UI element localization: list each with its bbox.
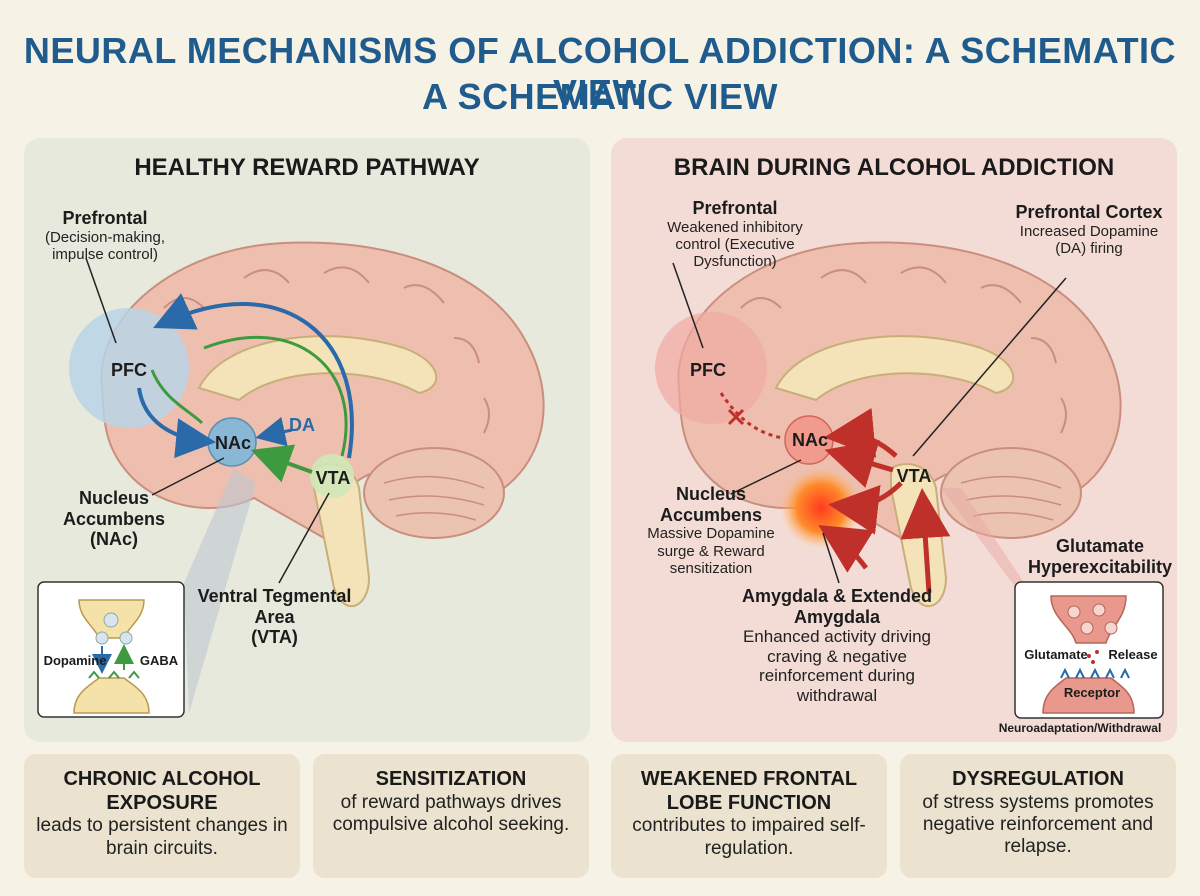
vta-to-pfc-arrow [153, 293, 354, 459]
card-heading: SENSITIZATION [375, 768, 527, 790]
card-sensitization: SENSITIZATION of reward pathways drives … [313, 754, 589, 878]
card-body: of stress systems promotes negative rein… [922, 791, 1154, 858]
corpus-callosum [774, 335, 1015, 402]
vta-label: VTA [896, 466, 932, 486]
vta-to-amygdala-arrow [828, 481, 903, 535]
card-body: of reward pathways drives compulsive alc… [332, 791, 570, 835]
vta-label: VTA [315, 468, 351, 488]
blocked-x-icon [727, 408, 745, 426]
cerebellum [363, 447, 505, 539]
prefrontal-cortex-label: Prefrontal Cortex Increased Dopamine (DA… [1015, 202, 1163, 257]
vta-to-nac-arrow-2 [824, 439, 894, 488]
stem-to-vta-arrow [900, 488, 951, 594]
prefrontal-title: Prefrontal [62, 208, 148, 228]
prefrontal-label: Prefrontal (Decision-making, impulse con… [30, 208, 180, 263]
da-label: DA [289, 415, 315, 435]
pfc-to-nac-dotted [719, 392, 784, 440]
receptor-label: Receptor [1063, 685, 1121, 700]
neuroadaptation-caption: Neuroadaptation/Withdrawal [998, 721, 1162, 735]
glutamate-synapse-inset [1014, 581, 1164, 719]
pfc-to-nac-green-arrow [150, 369, 204, 425]
nac-label: NAc [791, 430, 828, 450]
vta-to-nac-arrow [250, 444, 313, 483]
amygdala-to-nac-arrow [818, 525, 874, 573]
card-body: contributes to impaired self-regulation. [632, 815, 866, 859]
gaba-label: GABA [139, 653, 179, 668]
prefrontal-label: Prefrontal Weakened inhibitory control (… [667, 198, 803, 271]
corpus-callosum [197, 335, 438, 402]
amygdala-label: Amygdala & Extended Amygdala Enhanced ac… [741, 586, 933, 706]
page-title-line-1: NEURAL MECHANISMS OF ALCOHOL ADDICTION: … [23, 30, 1177, 113]
glutamate-hyperexcitability-label: Glutamate Hyperexcitability [1027, 536, 1173, 577]
addiction-brain-illustration [655, 241, 1164, 719]
release-label: Release [1108, 647, 1158, 662]
vta-full-label: Ventral Tegmental Area (VTA) [197, 586, 352, 648]
healthy-pathway-panel: HEALTHY REWARD PATHWAY [24, 138, 590, 742]
vta-to-pfc-green-arrow [203, 335, 348, 457]
page-title-line-2: A SCHEMATIC VIEW [422, 76, 778, 117]
vta-to-nac-arrow-1 [824, 407, 898, 458]
prefrontal-desc: (Decision-making, impulse control) [44, 228, 166, 263]
addiction-panel: BRAIN DURING ALCOHOL ADDICTION [611, 138, 1177, 742]
glutamate-label: Glutamate [1024, 647, 1088, 662]
card-heading: DYSREGULATION [952, 768, 1124, 790]
vta-region [310, 454, 354, 498]
synapse-inset [37, 581, 185, 718]
pfc-region [655, 312, 767, 424]
card-body: leads to persistent changes in brain cir… [36, 815, 288, 859]
card-heading: CHRONIC ALCOHOL EXPOSURE [63, 768, 261, 814]
card-weakened-frontal: WEAKENED FRONTAL LOBE FUNCTION contribut… [611, 754, 887, 878]
healthy-panel-title: HEALTHY REWARD PATHWAY [134, 154, 480, 181]
card-dysregulation: DYSREGULATION of stress systems promotes… [900, 754, 1176, 878]
nucleus-accumbens-label: Nucleus Accumbens (NAc) [62, 488, 166, 550]
addiction-panel-title: BRAIN DURING ALCOHOL ADDICTION [673, 154, 1115, 181]
nac-label: NAc [214, 433, 251, 453]
pfc-region [69, 308, 189, 428]
pfc-to-nac-arrow [137, 387, 216, 459]
dopamine-label: Dopamine [43, 653, 107, 668]
pfc-label: PFC [111, 360, 147, 380]
nucleus-accumbens-label: Nucleus Accumbens Massive Dopamine surge… [647, 484, 775, 577]
card-chronic-exposure: CHRONIC ALCOHOL EXPOSURE leads to persis… [24, 754, 300, 878]
da-arrow [255, 416, 293, 447]
pfc-label: PFC [690, 360, 726, 380]
card-heading: WEAKENED FRONTAL LOBE FUNCTION [640, 768, 858, 814]
healthy-brain-illustration [37, 241, 545, 718]
